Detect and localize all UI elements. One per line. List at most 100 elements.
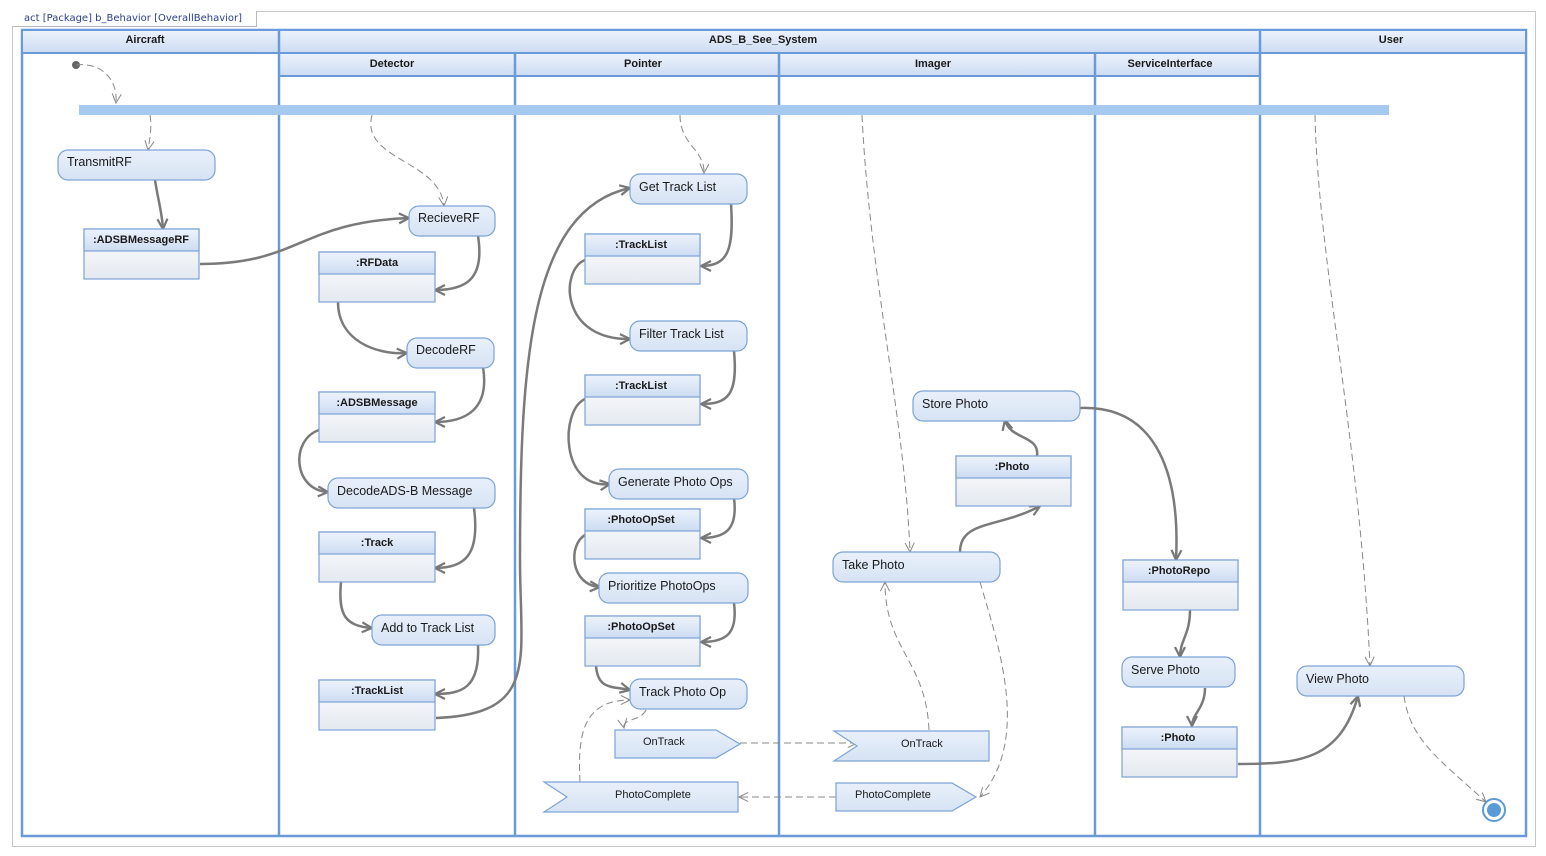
flow-take-to-photo bbox=[958, 506, 1040, 553]
svg-text::PhotoOpSet: :PhotoOpSet bbox=[607, 621, 675, 633]
action-track-photo-op[interactable]: Track Photo Op bbox=[629, 678, 748, 710]
action-generate-photo-ops[interactable]: Generate Photo Ops bbox=[608, 468, 749, 500]
activity-final-node bbox=[1482, 798, 1506, 822]
flow-track-to-ontrack bbox=[624, 709, 647, 728]
flow-prioritize-to-opset2 bbox=[701, 602, 736, 642]
action-serve-photo[interactable]: Serve Photo bbox=[1121, 656, 1236, 688]
svg-text:Get Track List: Get Track List bbox=[639, 180, 717, 194]
flow-fork-to-take-photo bbox=[861, 114, 910, 552]
svg-text:Prioritize PhotoOps: Prioritize PhotoOps bbox=[608, 579, 716, 593]
flow-photorepo-to-serve bbox=[1180, 609, 1192, 657]
action-decode-rf[interactable]: DecodeRF bbox=[406, 337, 495, 369]
svg-text::TrackList: :TrackList bbox=[615, 239, 667, 251]
partition-detector: Detector bbox=[370, 58, 415, 70]
action-prioritize-photo-ops[interactable]: Prioritize PhotoOps bbox=[598, 572, 749, 604]
svg-text::Photo: :Photo bbox=[995, 461, 1030, 473]
svg-text:Filter Track List: Filter Track List bbox=[639, 327, 724, 341]
fork-bar bbox=[79, 105, 1389, 115]
flow-rfdata-to-decoderf bbox=[336, 301, 407, 353]
object-photo-repo[interactable]: :PhotoRepo bbox=[1122, 559, 1239, 611]
object-photo-op-set-2[interactable]: :PhotoOpSet bbox=[584, 615, 701, 667]
svg-text::Photo: :Photo bbox=[1161, 732, 1196, 744]
signal-accept-ontrack[interactable]: OnTrack bbox=[831, 730, 990, 762]
signal-send-photocomplete[interactable]: PhotoComplete bbox=[835, 782, 978, 812]
flow-serve-to-photo bbox=[1192, 687, 1207, 726]
flow-initial-to-fork bbox=[75, 64, 116, 103]
flow-filter-to-tracklist2 bbox=[701, 350, 737, 404]
svg-text:OnTrack: OnTrack bbox=[643, 736, 685, 748]
action-get-track-list[interactable]: Get Track List bbox=[629, 173, 748, 205]
flow-take-to-photocomplete bbox=[980, 581, 1008, 797]
svg-text:Track Photo Op: Track Photo Op bbox=[639, 685, 726, 699]
object-photo-op-set-1[interactable]: :PhotoOpSet bbox=[584, 508, 701, 560]
action-decode-adsb[interactable]: DecodeADS-B Message bbox=[327, 477, 496, 509]
flow-adsbmsg-to-decodeadsb bbox=[298, 428, 328, 492]
signal-accept-photocomplete[interactable]: PhotoComplete bbox=[541, 781, 739, 813]
object-tracklist-detector[interactable]: :TrackList bbox=[318, 679, 436, 731]
flow-transmit-to-rfmsg bbox=[153, 179, 163, 229]
object-rf-data[interactable]: :RFData bbox=[318, 251, 436, 303]
action-recieve-rf[interactable]: RecieveRF bbox=[408, 205, 496, 237]
svg-text::PhotoOpSet: :PhotoOpSet bbox=[607, 514, 675, 526]
signal-send-ontrack[interactable]: OnTrack bbox=[614, 729, 742, 759]
svg-text:OnTrack: OnTrack bbox=[901, 738, 943, 750]
object-tracklist-pointer-2[interactable]: :TrackList bbox=[584, 374, 701, 426]
flow-photo-to-view bbox=[1237, 696, 1358, 766]
flow-fork-to-recieve bbox=[370, 114, 444, 206]
flow-opset2-to-trackphoto bbox=[594, 665, 630, 690]
action-store-photo[interactable]: Store Photo bbox=[912, 390, 1081, 422]
flow-store-to-photorepo bbox=[1079, 406, 1176, 560]
object-adsb-message-rf[interactable]: :ADSBMessageRF bbox=[83, 228, 200, 280]
svg-text:Serve Photo: Serve Photo bbox=[1131, 663, 1200, 677]
svg-text:DecodeADS-B Message: DecodeADS-B Message bbox=[337, 484, 473, 498]
action-add-to-track-list[interactable]: Add to Track List bbox=[371, 614, 496, 646]
flow-photocomplete-to-track bbox=[579, 700, 630, 783]
svg-text:TransmitRF: TransmitRF bbox=[67, 155, 132, 169]
svg-text::TrackList: :TrackList bbox=[351, 685, 403, 697]
object-tracklist-pointer-1[interactable]: :TrackList bbox=[584, 233, 701, 285]
action-transmit-rf[interactable]: TransmitRF bbox=[57, 149, 216, 181]
action-take-photo[interactable]: Take Photo bbox=[832, 551, 1001, 583]
svg-text::ADSBMessageRF: :ADSBMessageRF bbox=[93, 234, 189, 246]
flow-recieve-to-rfdata bbox=[435, 235, 481, 290]
partition-system: ADS_B_See_System bbox=[709, 34, 817, 46]
partition-aircraft: Aircraft bbox=[125, 34, 164, 46]
flow-tracklist-to-get bbox=[435, 188, 630, 720]
object-track[interactable]: :Track bbox=[318, 531, 436, 583]
svg-text:View Photo: View Photo bbox=[1306, 672, 1369, 686]
partition-user: User bbox=[1379, 34, 1404, 46]
svg-text:Generate Photo Ops: Generate Photo Ops bbox=[618, 475, 733, 489]
flow-generate-to-opset1 bbox=[701, 497, 736, 538]
flow-decodeadsb-to-track bbox=[435, 507, 477, 568]
svg-text:Store Photo: Store Photo bbox=[922, 397, 988, 411]
flow-add-to-tracklist bbox=[435, 644, 480, 694]
diagram-title: act [Package] b_Behavior [OverallBehavio… bbox=[12, 11, 258, 27]
partition-imager: Imager bbox=[915, 58, 952, 70]
flow-track-to-addtracklist bbox=[339, 581, 372, 628]
flow-rfmsg-to-recieve bbox=[199, 218, 409, 266]
flow-photo-to-store bbox=[1005, 420, 1039, 457]
svg-text:PhotoComplete: PhotoComplete bbox=[855, 789, 931, 801]
svg-text:Add to Track List: Add to Track List bbox=[381, 621, 475, 635]
flow-tracklist1-to-filter bbox=[568, 258, 630, 339]
svg-text:DecodeRF: DecodeRF bbox=[416, 343, 476, 357]
flow-opset1-to-prioritize bbox=[573, 533, 600, 587]
flow-decoderf-to-adsbmsg bbox=[435, 366, 486, 422]
svg-text::PhotoRepo: :PhotoRepo bbox=[1148, 565, 1211, 577]
object-photo-service[interactable]: :Photo bbox=[1121, 726, 1238, 778]
partition-service-interface: ServiceInterface bbox=[1128, 58, 1213, 70]
object-photo-imager[interactable]: :Photo bbox=[955, 455, 1072, 507]
action-filter-track-list[interactable]: Filter Track List bbox=[629, 320, 748, 352]
flow-ontrack-to-take bbox=[885, 582, 930, 731]
svg-text:PhotoComplete: PhotoComplete bbox=[615, 789, 691, 801]
svg-text::TrackList: :TrackList bbox=[615, 380, 667, 392]
svg-text::RFData: :RFData bbox=[356, 257, 399, 269]
partition-pointer: Pointer bbox=[624, 58, 663, 70]
flow-view-to-final bbox=[1403, 695, 1486, 802]
diagram-frame bbox=[12, 11, 1536, 847]
object-adsb-message[interactable]: :ADSBMessage bbox=[318, 391, 436, 443]
action-view-photo[interactable]: View Photo bbox=[1296, 665, 1465, 697]
svg-text:Take Photo: Take Photo bbox=[842, 558, 905, 572]
flow-tracklist2-to-generate bbox=[567, 397, 610, 484]
